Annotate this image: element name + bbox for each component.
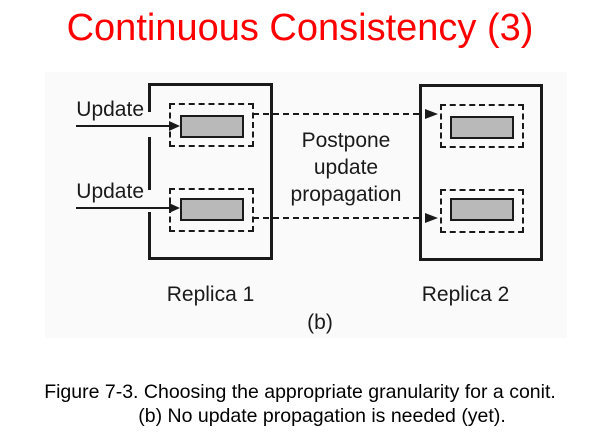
replica1-label: Replica 1	[166, 283, 255, 306]
update-arrow-line-top	[76, 125, 169, 127]
conit-dashed-box-right-bottom	[440, 189, 524, 233]
conit-item-left-top	[180, 115, 244, 138]
replica1-left-edge-segment	[148, 212, 151, 260]
propagation-arrow-right-icon	[425, 109, 438, 119]
conit-dashed-box-right-top	[440, 104, 524, 148]
update-label-bottom: Update	[76, 180, 144, 203]
update-arrow-right-icon	[169, 203, 180, 213]
update-arrow-line-bottom	[76, 207, 169, 209]
caption-line-2: (b) No update propagation is needed (yet…	[138, 405, 506, 427]
postpone-note-line: propagation	[290, 183, 402, 206]
update-arrow-right-icon	[169, 121, 180, 131]
figure-caption: Figure 7-3. Choosing the appropriate gra…	[0, 380, 600, 428]
propagation-dashed-line-bottom	[253, 217, 419, 219]
propagation-arrow-right-icon	[425, 213, 438, 223]
replica2-box	[419, 84, 543, 261]
caption-line-1: Figure 7-3. Choosing the appropriate gra…	[44, 381, 556, 403]
conit-item-left-bottom	[180, 198, 244, 221]
postpone-note: Postpone update propagation	[275, 127, 417, 208]
page-title: Continuous Consistency (3)	[66, 7, 534, 49]
postpone-note-line: update	[313, 156, 379, 179]
update-label-top: Update	[76, 98, 144, 121]
postpone-note-line: Postpone	[301, 129, 391, 152]
replica2-label: Replica 2	[421, 283, 510, 306]
replica1-left-edge-segment	[148, 83, 151, 112]
conit-item-right-bottom	[450, 198, 514, 221]
replica1-box	[148, 83, 273, 260]
propagation-dashed-line-top	[253, 113, 419, 115]
replica1-left-edge-segment	[148, 137, 151, 190]
conit-item-right-top	[450, 116, 514, 139]
subfigure-label: (b)	[307, 311, 333, 334]
